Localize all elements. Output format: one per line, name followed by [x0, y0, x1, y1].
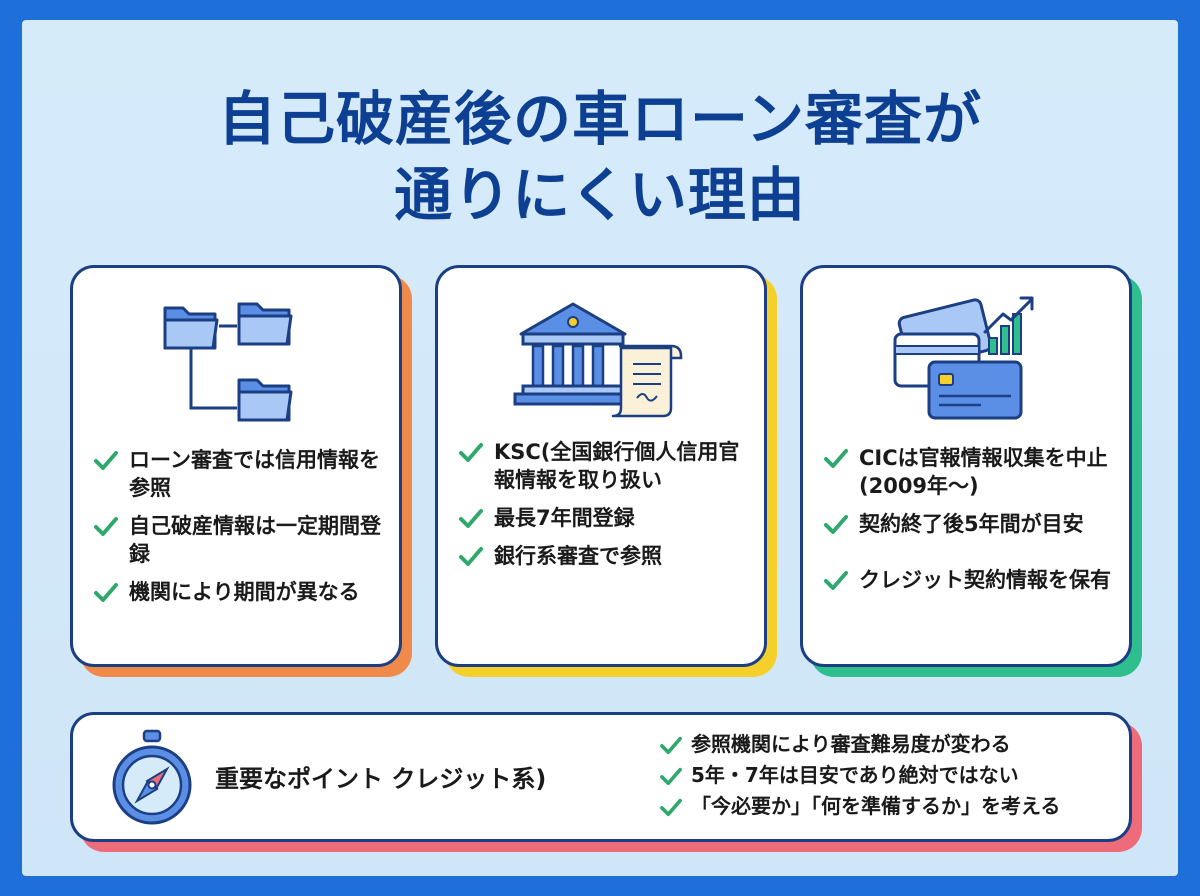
- list-item: 参照機関により審査難易度が変わる: [659, 731, 1119, 758]
- folder-tree-icon: [73, 296, 399, 426]
- check-icon: [660, 736, 682, 755]
- list-item: 「今必要か」「何を準備するか」を考える: [659, 793, 1119, 820]
- check-icon: [94, 451, 118, 470]
- check-icon: [660, 767, 682, 786]
- list-item: 5年・7年は目安であり絶対ではない: [659, 762, 1119, 789]
- card-credit-info: ローン審査では信用情報を参照 自己破産情報は一定期間登録 機関により期間が異なる: [70, 265, 412, 677]
- list-item: ローン審査では信用情報を参照: [93, 446, 385, 502]
- check-icon: [824, 571, 848, 590]
- list-item: 銀行系審査で参照: [458, 542, 750, 570]
- list-item: KSC(全国銀行個人信用官報情報を取り扱い: [458, 438, 750, 494]
- check-icon: [459, 443, 483, 462]
- key-points-items: 参照機関により審査難易度が変わる 5年・7年は目安であり絶対ではない 「今必要か…: [659, 731, 1119, 824]
- key-points-heading: 重要なポイント クレジット系): [215, 765, 547, 793]
- check-icon: [824, 449, 848, 468]
- credit-card-chart-icon: [803, 292, 1129, 422]
- check-icon: [824, 515, 848, 534]
- page-title-line-1: 自己破産後の車ローン審査が: [217, 85, 983, 153]
- card-items: KSC(全国銀行個人信用官報情報を取り扱い 最長7年間登録 銀行系審査で参照: [458, 438, 750, 580]
- list-item: 機関により期間が異なる: [93, 578, 385, 606]
- card-ksc: KSC(全国銀行個人信用官報情報を取り扱い 最長7年間登録 銀行系審査で参照: [435, 265, 777, 677]
- check-icon: [459, 547, 483, 566]
- bank-document-icon: [438, 294, 764, 422]
- list-item: 契約終了後5年間が目安: [823, 510, 1115, 538]
- compass-icon: [109, 729, 195, 833]
- page-title-line-2: 通りにくい理由: [394, 161, 806, 229]
- list-item: 最長7年間登録: [458, 504, 750, 532]
- list-item: 自己破産情報は一定期間登録: [93, 512, 385, 568]
- list-item: クレジット契約情報を保有: [823, 566, 1115, 594]
- list-item: CICは官報情報収集を中止(2009年〜): [823, 444, 1115, 500]
- card-cic: CICは官報情報収集を中止(2009年〜) 契約終了後5年間が目安 クレジット契…: [800, 265, 1142, 677]
- check-icon: [94, 583, 118, 602]
- check-icon: [660, 798, 682, 817]
- check-icon: [94, 517, 118, 536]
- card-items: CICは官報情報収集を中止(2009年〜) 契約終了後5年間が目安 クレジット契…: [823, 444, 1115, 604]
- card-items: ローン審査では信用情報を参照 自己破産情報は一定期間登録 機関により期間が異なる: [93, 446, 385, 616]
- key-points-panel: 重要なポイント クレジット系) 参照機関により審査難易度が変わる 5年・7年は目…: [70, 712, 1142, 852]
- check-icon: [459, 509, 483, 528]
